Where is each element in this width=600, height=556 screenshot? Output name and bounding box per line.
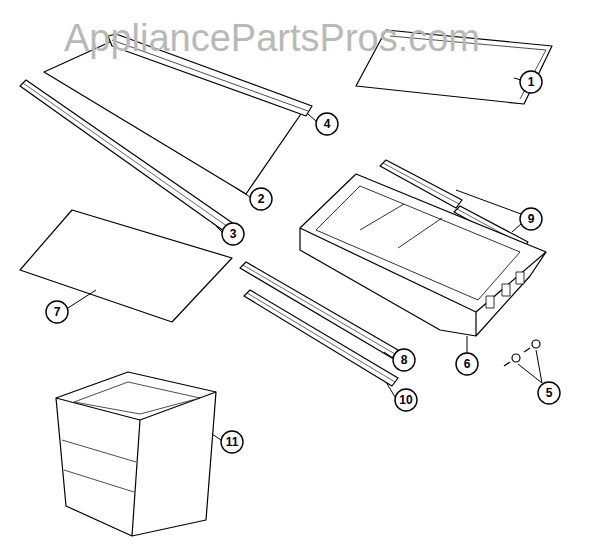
callout-number: 5 <box>546 387 553 399</box>
callout-number: 1 <box>528 76 535 88</box>
callout-number: 7 <box>54 306 61 318</box>
shelf-rod <box>20 80 234 234</box>
callout-number: 6 <box>464 358 471 370</box>
callout-number: 10 <box>399 394 412 406</box>
leader-lines <box>68 78 542 440</box>
rail <box>244 290 398 386</box>
rail <box>240 262 398 358</box>
callout-number: 11 <box>226 436 239 448</box>
callout-circles <box>46 71 560 453</box>
callout-number: 2 <box>258 193 265 205</box>
watermark: AppliancePartsPros.com <box>64 19 480 57</box>
screw <box>512 354 520 362</box>
callout-number: 4 <box>324 118 331 130</box>
crisper-frame <box>300 174 546 336</box>
callout-number: 3 <box>230 228 237 240</box>
callout-number: 8 <box>401 354 408 366</box>
crisper-drawer <box>56 372 216 536</box>
crisper-cover <box>20 210 232 322</box>
callout-number: 9 <box>528 213 535 225</box>
screw <box>532 340 540 348</box>
